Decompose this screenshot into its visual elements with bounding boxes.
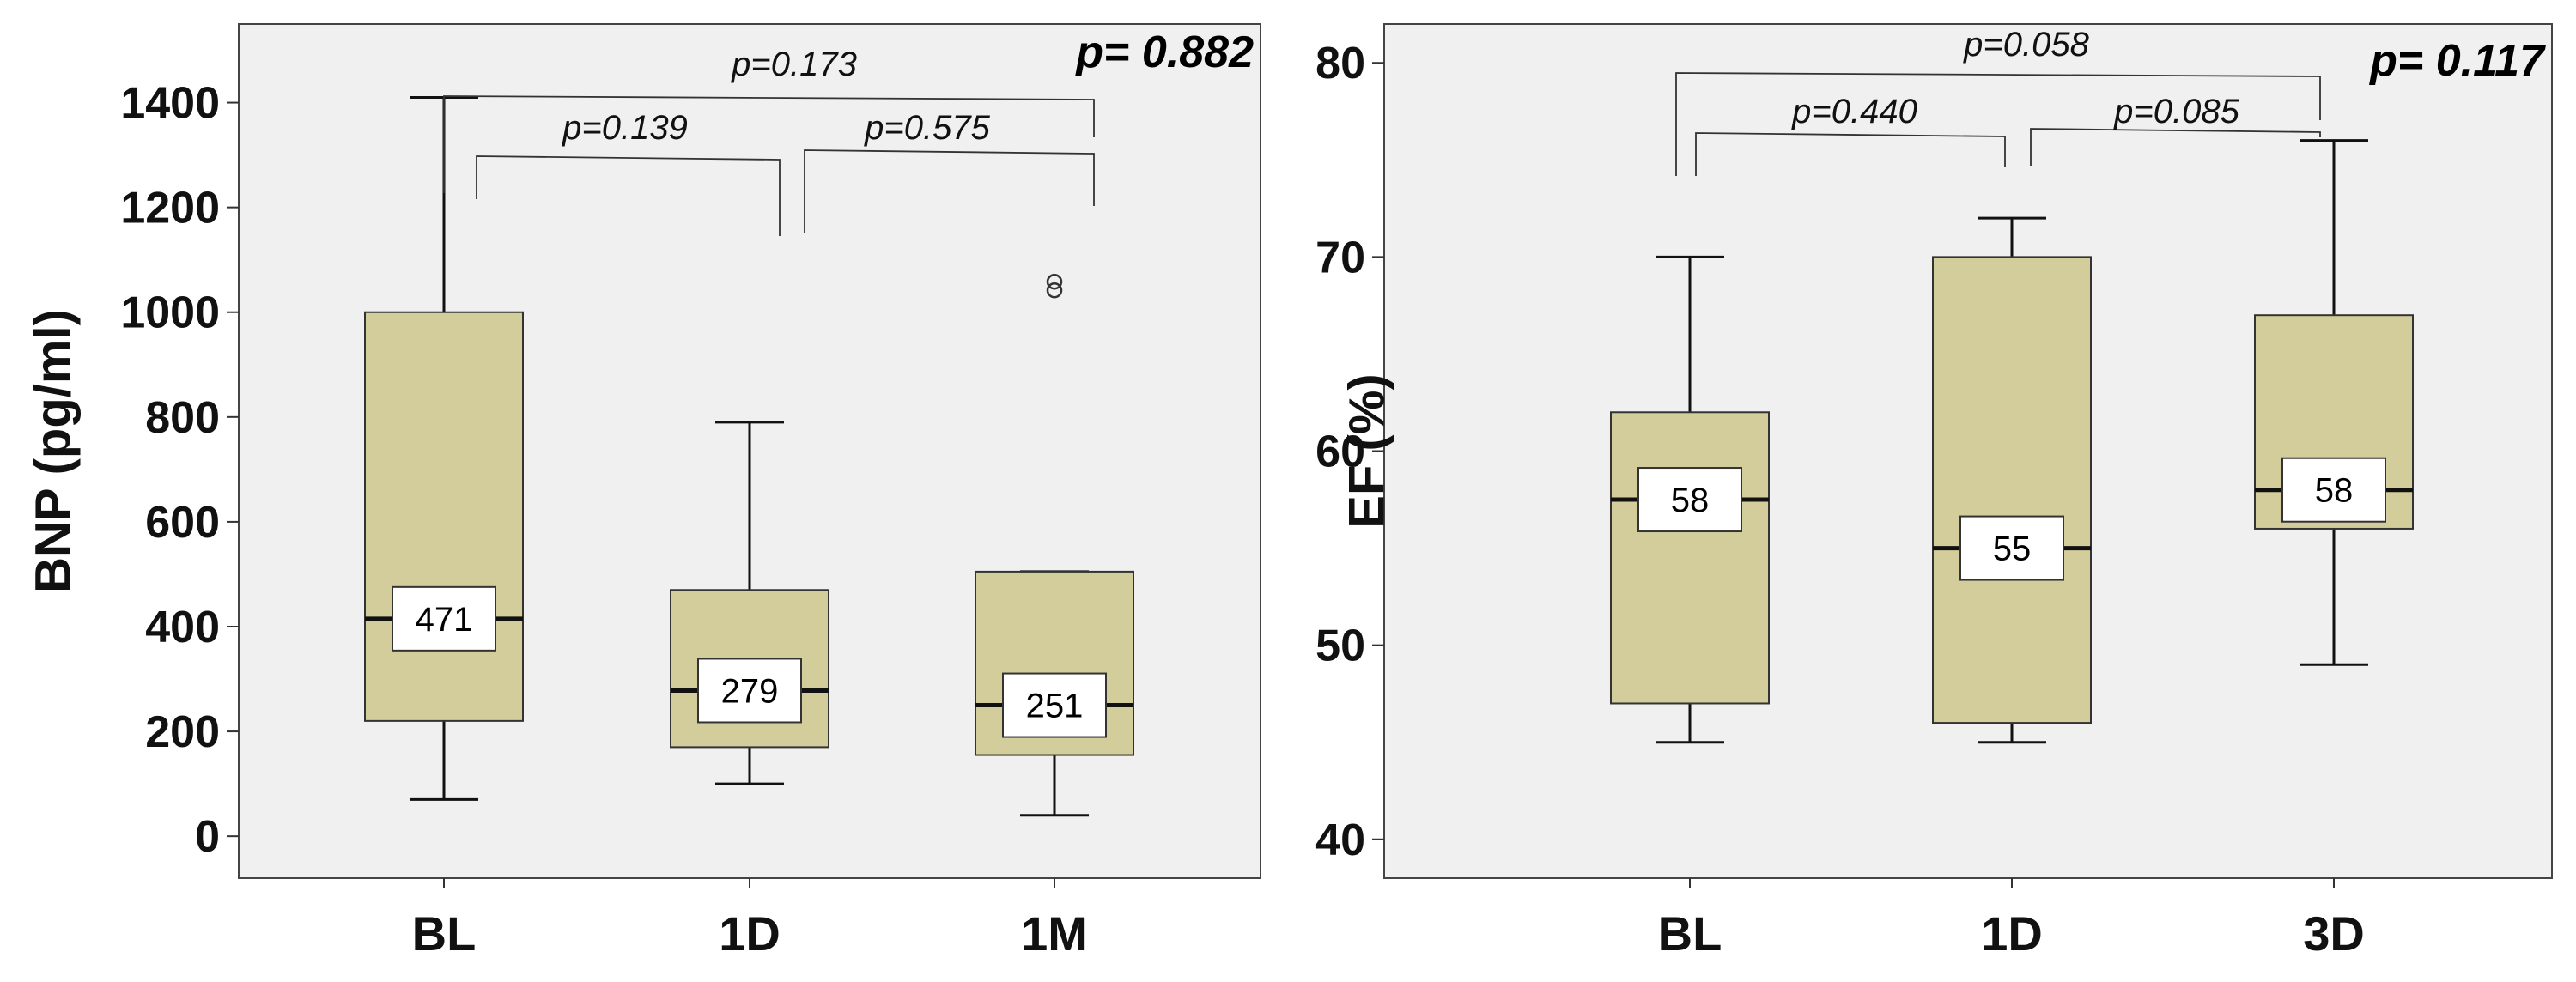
median-label-box	[2281, 457, 2386, 523]
median-label-box	[1637, 467, 1742, 533]
x-category-label: 1M	[1021, 906, 1088, 961]
x-category-label: BL	[412, 906, 477, 961]
y-tick-label: 200	[145, 707, 220, 757]
comparison-bracket	[1675, 72, 2321, 176]
comparison-p-value: p=0.575	[864, 109, 990, 147]
box-1d: 279	[670, 421, 829, 785]
median-label-box	[697, 658, 802, 724]
comparison-p-value: p=0.058	[1963, 26, 2089, 64]
y-tick-label: 0	[195, 812, 220, 862]
y-tick-label: 70	[1315, 233, 1365, 282]
y-tick-label: 400	[145, 603, 220, 652]
y-tick-label: 60	[1315, 427, 1365, 477]
y-tick-label: 600	[145, 498, 220, 548]
median-label: 55	[1993, 530, 2032, 568]
y-tick-label: 1200	[120, 184, 220, 233]
outlier-point	[1046, 282, 1063, 299]
y-tick-label: 40	[1315, 815, 1365, 865]
median-label: 471	[416, 601, 473, 639]
box-1m: 251	[975, 570, 1134, 817]
comparison-p-value: p=0.139	[562, 109, 688, 147]
x-category-label: 1D	[1981, 906, 2043, 961]
y-axis-label: EF (%)	[1340, 373, 1395, 528]
chart-panel-2: 40 50 60 70 80 EF (%) BL 1D 3D 58 55 58 p=0.440 p=0.0…	[1315, 23, 2553, 961]
y-tick-label: 800	[145, 393, 220, 443]
y-tick-label: 50	[1315, 621, 1365, 671]
x-category-label: 1D	[719, 906, 781, 961]
comparison-p-value: p=0.440	[1791, 93, 1917, 130]
median-label-box	[1002, 672, 1107, 738]
iqr-box	[1932, 256, 2092, 724]
median-label: 251	[1026, 688, 1084, 725]
median-label: 58	[1671, 482, 1710, 519]
box-bl: 58	[1610, 255, 1770, 744]
box-bl: 471	[364, 95, 524, 801]
median-label: 279	[721, 672, 779, 710]
x-category-label: 3D	[2303, 906, 2365, 961]
iqr-box	[1610, 411, 1770, 705]
comparison-bracket	[1695, 132, 2006, 176]
comparison-p-value: p=0.085	[2113, 93, 2239, 130]
comparison-bracket	[2030, 128, 2321, 166]
comparison-bracket	[804, 149, 1095, 233]
comparison-p-value: p=0.173	[731, 45, 857, 83]
comparison-bracket	[443, 95, 1095, 193]
y-tick-label: 80	[1315, 39, 1365, 88]
median-label-box	[392, 585, 496, 652]
y-tick-label: 1400	[120, 79, 220, 129]
comparison-bracket	[476, 155, 781, 236]
iqr-box	[364, 311, 524, 722]
median-label-box	[1959, 515, 2064, 581]
box-1d: 55	[1932, 216, 2092, 744]
overall-p-value: p= 0.882	[1074, 27, 1254, 77]
median-label: 58	[2315, 472, 2354, 510]
overall-p-value: p= 0.117	[2368, 36, 2546, 86]
y-axis-label: BNP (pg/ml)	[26, 309, 82, 593]
y-tick-label: 1000	[120, 288, 220, 338]
box-3d: 58	[2254, 139, 2414, 666]
x-category-label: BL	[1658, 906, 1722, 961]
outlier-point	[1046, 273, 1063, 290]
